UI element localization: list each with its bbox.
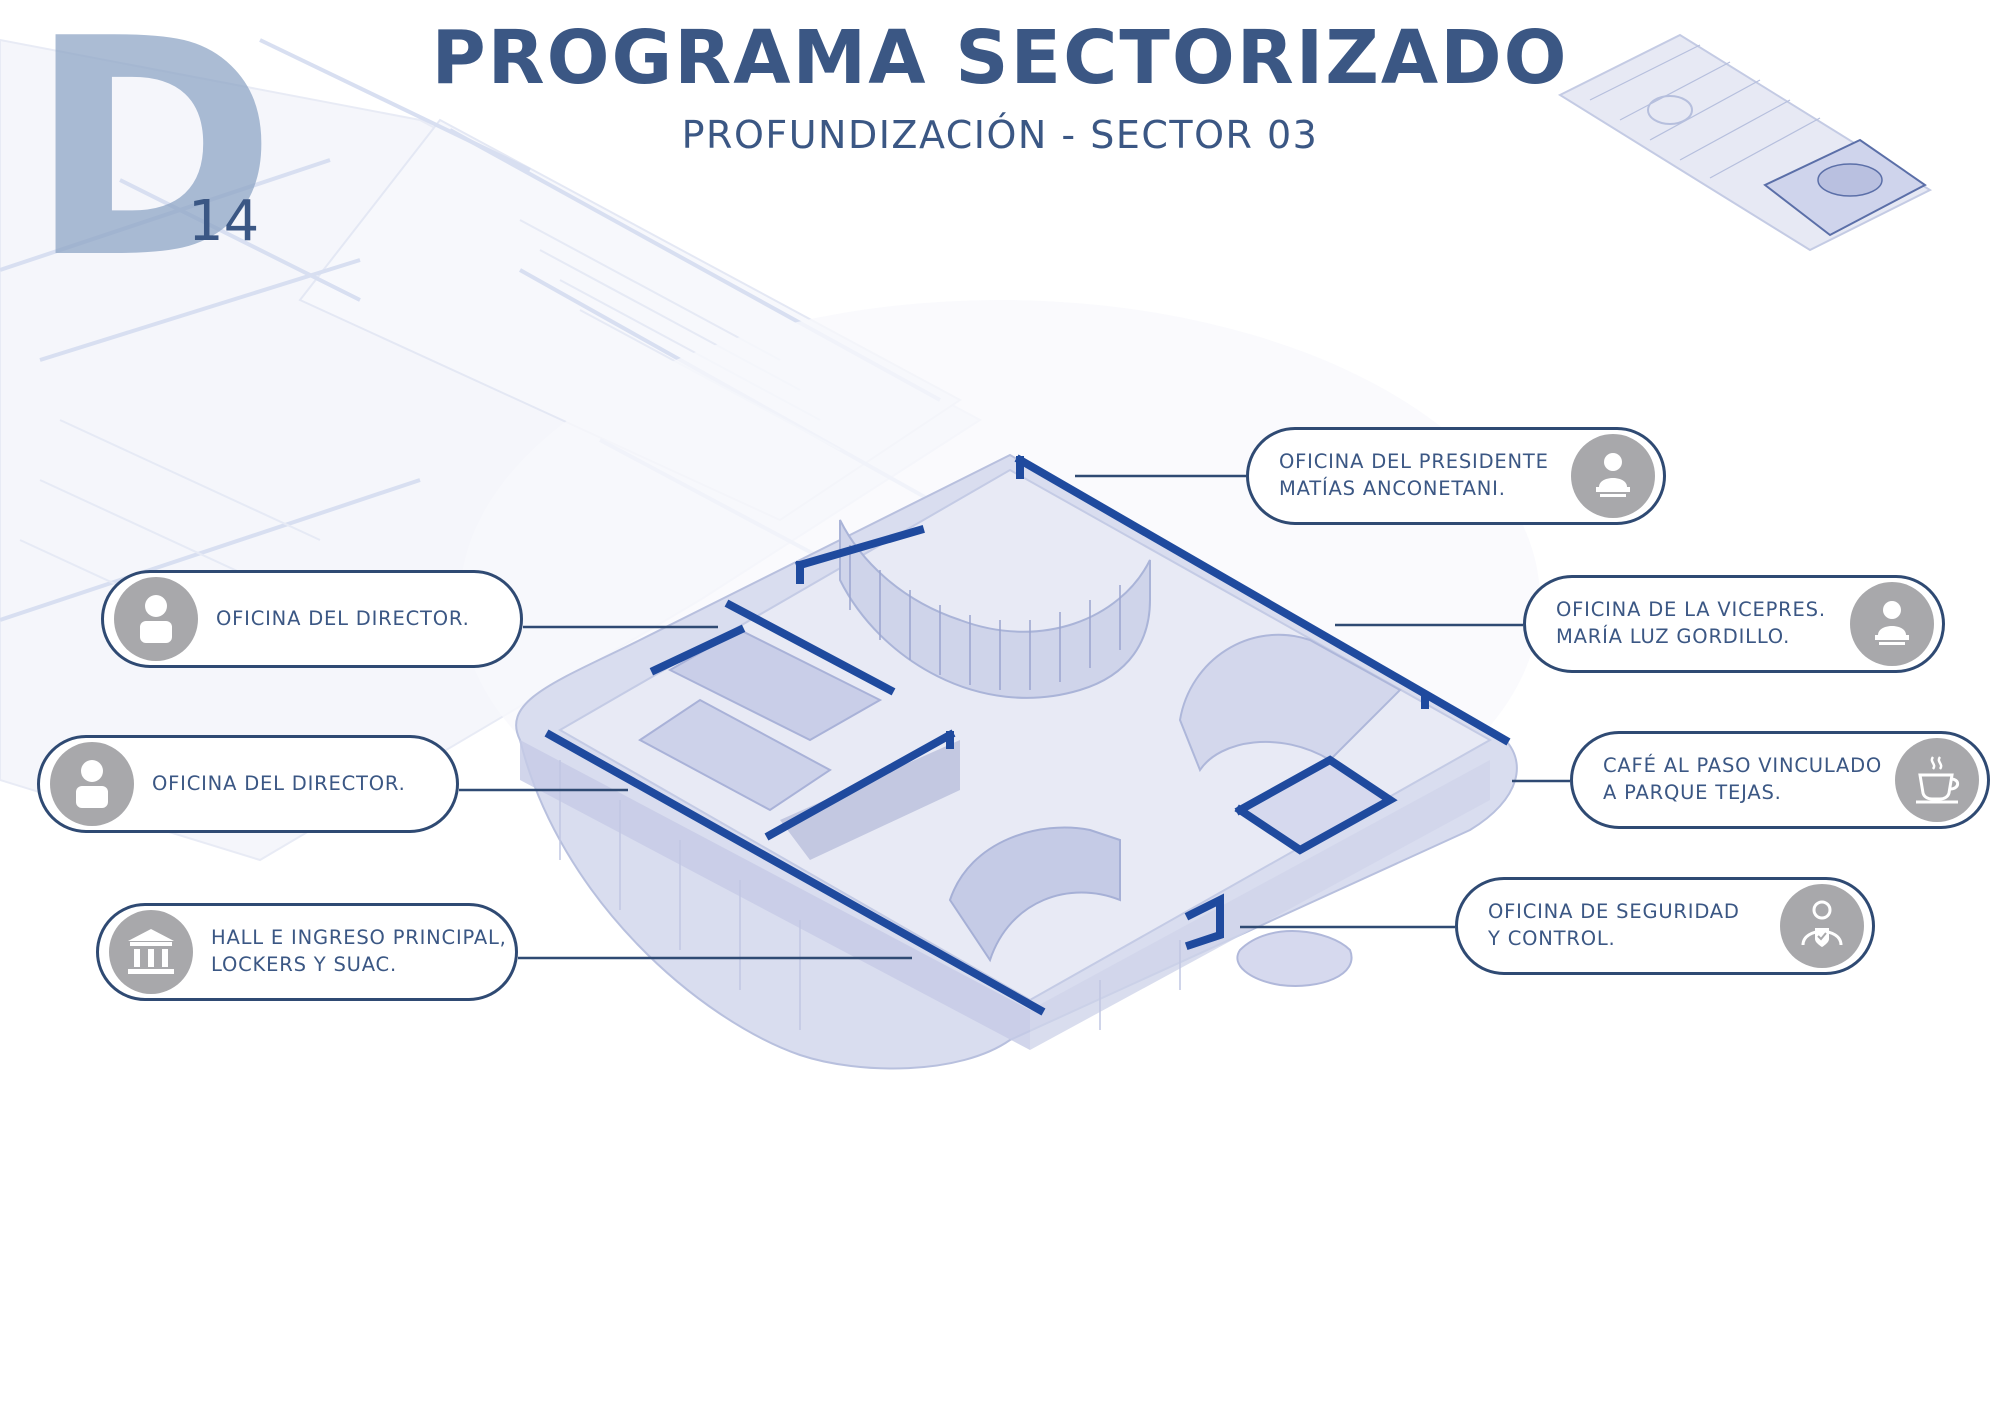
person-icon [50,742,134,826]
label-oficina-director-2: OFICINA DEL DIRECTOR. [37,735,459,833]
label-cafe-al-paso: CAFÉ AL PASO VINCULADO A PARQUE TEJAS. [1570,731,1990,829]
bank-building-icon [109,910,193,994]
label-line: OFICINA DE LA VICEPRES. [1556,598,1826,622]
sheet-code-letter: D [28,0,278,324]
label-line: HALL E INGRESO PRINCIPAL, [211,926,507,950]
page-subtitle: PROFUNDIZACIÓN - SECTOR 03 [681,113,1319,157]
label-oficina-vicepresidenta: OFICINA DE LA VICEPRES. MARÍA LUZ GORDIL… [1523,575,1945,673]
label-oficina-director-1: OFICINA DEL DIRECTOR. [101,570,523,668]
label-line: LOCKERS Y SUAC. [211,953,397,976]
label-text: HALL E INGRESO PRINCIPAL, LOCKERS Y SUAC… [211,925,507,979]
label-line: OFICINA DEL PRESIDENTE [1279,450,1549,474]
label-line: OFICINA DEL DIRECTOR. [216,606,470,630]
label-hall-ingreso: HALL E INGRESO PRINCIPAL, LOCKERS Y SUAC… [96,903,518,1001]
label-oficina-presidente: OFICINA DEL PRESIDENTE MATÍAS ANCONETANI… [1246,427,1666,525]
label-text: OFICINA DEL DIRECTOR. [216,606,470,633]
label-text: OFICINA DEL PRESIDENTE MATÍAS ANCONETANI… [1249,449,1559,503]
coffee-cup-icon [1895,738,1979,822]
label-line: CAFÉ AL PASO VINCULADO [1603,754,1883,778]
label-line: OFICINA DE SEGURIDAD [1488,900,1740,924]
callout-connectors [459,474,1570,960]
person-icon [114,577,198,661]
label-text: CAFÉ AL PASO VINCULADO A PARQUE TEJAS. [1573,753,1883,807]
person-at-desk-icon [1850,582,1934,666]
label-text: OFICINA DE LA VICEPRES. MARÍA LUZ GORDIL… [1526,597,1838,651]
page-title: PROGRAMA SECTORIZADO [431,15,1569,101]
label-line: MATÍAS ANCONETANI. [1279,477,1506,500]
person-at-desk-icon [1571,434,1655,518]
label-oficina-seguridad: OFICINA DE SEGURIDAD Y CONTROL. [1455,877,1875,975]
sheet-code-number: 14 [188,189,260,254]
label-text: OFICINA DE SEGURIDAD Y CONTROL. [1458,899,1768,953]
label-line: MARÍA LUZ GORDILLO. [1556,625,1791,648]
label-line: Y CONTROL. [1488,927,1616,950]
security-guard-icon [1780,884,1864,968]
sector-03-plan [515,453,1518,1070]
key-plan-minimap [1557,33,1933,252]
label-line: A PARQUE TEJAS. [1603,781,1782,804]
label-line: OFICINA DEL DIRECTOR. [152,771,406,795]
label-text: OFICINA DEL DIRECTOR. [152,771,406,798]
